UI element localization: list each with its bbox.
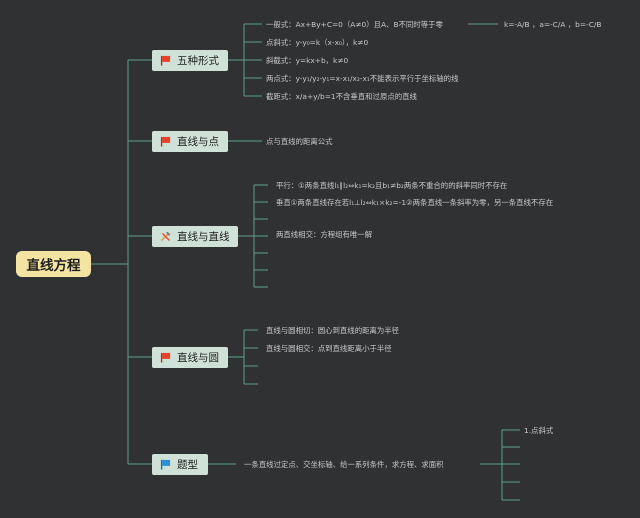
leaf-question-description: 一条直线过定点、交坐标轴、给一系列条件，求方程、求面积	[244, 460, 444, 469]
red-flag-icon	[160, 352, 171, 363]
branch-label: 直线与点	[177, 136, 219, 148]
leaf-tangent: 直线与圆相切：圆心到直线的距离为半径	[266, 326, 400, 335]
branch-node-question-types[interactable]: 题型	[152, 454, 208, 475]
leaf-slope-intercept-form: 斜截式：y=kx+b，k≠0	[266, 56, 349, 65]
leaf-intersect: 两直线相交：方程组有唯一解	[276, 230, 373, 239]
leaf-intersecting: 直线与圆相交：点到直线距离小于半径	[266, 344, 392, 353]
red-flag-icon	[160, 136, 171, 147]
root-node[interactable]: 直线方程	[16, 251, 91, 277]
tools-icon	[161, 231, 171, 241]
blue-flag-icon	[160, 459, 171, 470]
leaf-intercept-form: 截距式：x/a+y/b=1不含垂直和过原点的直线	[266, 92, 417, 101]
branch-label: 直线与直线	[177, 231, 230, 243]
branch-node-line-and-line[interactable]: 直线与直线	[152, 226, 238, 247]
root-title: 直线方程	[26, 258, 81, 274]
branch-node-line-and-circle[interactable]: 直线与圆	[152, 347, 228, 368]
leaf-perpendicular: 垂直①两条直线存在若l₁⊥l₂⇔k₁×k₂=-1②两条直线一条斜率为零，另一条直…	[276, 198, 554, 207]
leaf-general-form: 一般式：Ax+By+C=0（A≠0）且A、B不同时等于零	[266, 20, 443, 29]
branch-node-line-and-point[interactable]: 直线与点	[152, 131, 228, 152]
leaf-point-line-distance: 点与直线的距离公式	[266, 137, 333, 146]
leaf-two-point-form: 两点式：y-y₁/y₂-y₁=x-x₁/x₂-x₁不能表示平行于坐标轴的线	[266, 74, 459, 83]
leaf-coefficients: k=-A/B ，a=-C/A ，b=-C/B	[504, 20, 602, 29]
branch-label: 五种形式	[177, 55, 219, 67]
leaf-parallel: 平行：①两条直线l₁∥l₂⇔k₁=k₂且b₁≠b₂两条不重合的的斜率同时不存在	[276, 181, 508, 190]
branch-label: 直线与圆	[177, 352, 219, 364]
leaf-point-slope: 1.点斜式	[524, 426, 554, 435]
leaf-point-slope-form: 点斜式：y-y₀=k（x-x₀），k≠0	[266, 38, 369, 47]
branch-node-five-forms[interactable]: 五种形式	[152, 50, 228, 71]
red-flag-icon	[160, 55, 171, 66]
branch-label: 题型	[177, 459, 198, 471]
